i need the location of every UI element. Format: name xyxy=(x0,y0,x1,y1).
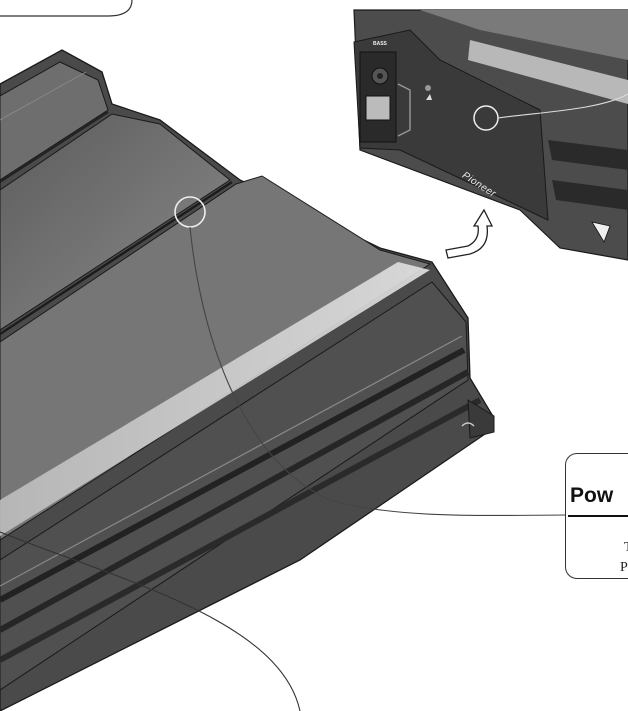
curved-arrow-icon xyxy=(445,208,494,259)
callout-text-line-2: P xyxy=(620,560,628,575)
leader-line-inset xyxy=(497,93,628,119)
leader-line-lower xyxy=(0,531,301,711)
callout-title: Pow xyxy=(570,484,614,507)
inset-view xyxy=(353,9,628,261)
leader-line-main xyxy=(189,226,569,517)
callout-title-underline xyxy=(568,515,628,517)
callout-text-line-1: T xyxy=(624,540,628,556)
amplifier-body xyxy=(0,49,495,711)
port-label: BASS xyxy=(373,41,387,47)
callout-bubble-corner xyxy=(0,0,133,17)
